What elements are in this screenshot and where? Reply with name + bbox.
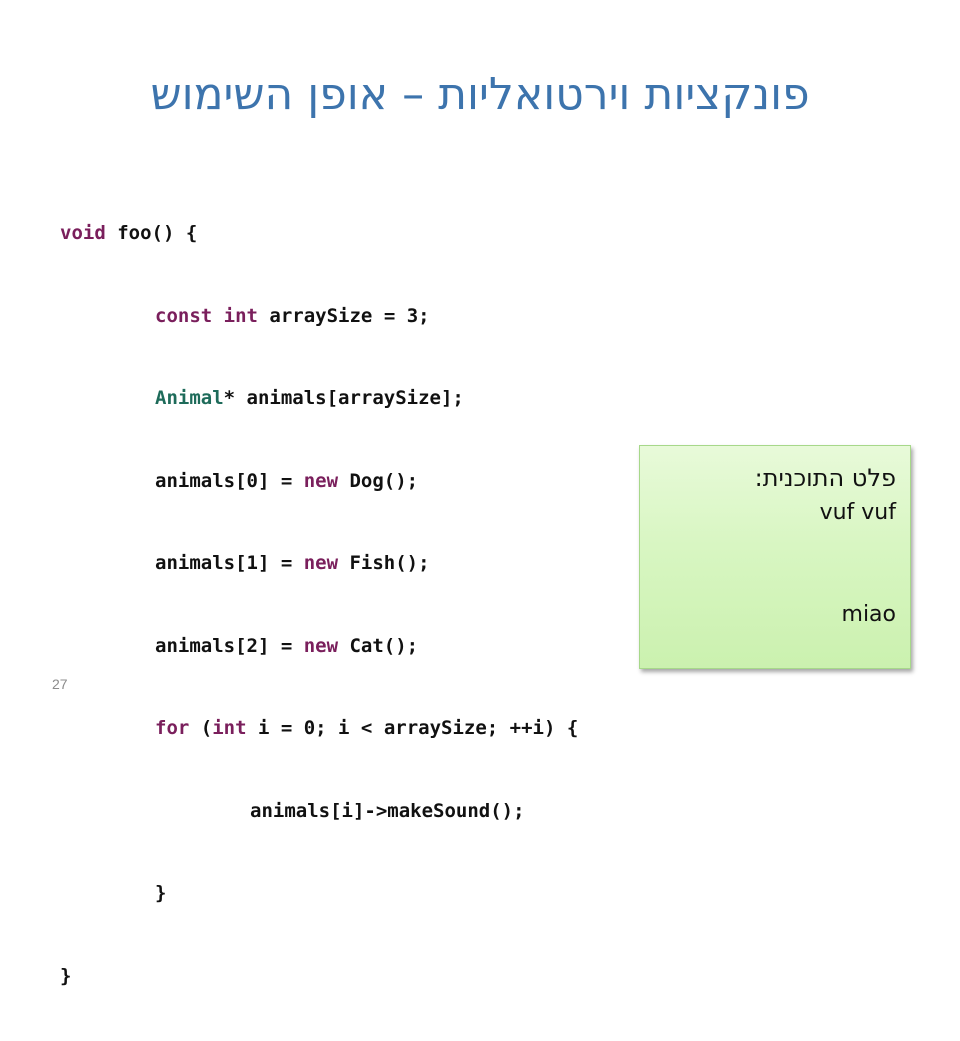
code-keyword: void bbox=[60, 222, 106, 244]
code-text: animals[i]->makeSound(); bbox=[250, 799, 525, 822]
slide: פונקציות וירטואליות – אופן השימוש void f… bbox=[52, 69, 911, 987]
slide-title: פונקציות וירטואליות – אופן השימוש bbox=[150, 69, 810, 120]
code-line: animals[i]->makeSound(); bbox=[60, 794, 578, 833]
code-text: Cat(); bbox=[338, 634, 419, 657]
code-text: } bbox=[60, 964, 72, 987]
code-line: animals[1] = new Fish(); bbox=[60, 546, 578, 585]
code-text: foo() { bbox=[105, 222, 198, 244]
code-line: animals[0] = new Dog(); bbox=[60, 464, 578, 503]
output-line: vuf vuf bbox=[819, 500, 896, 525]
output-title: פלט התוכנית: bbox=[754, 464, 896, 492]
code-text: * animals[arraySize]; bbox=[223, 387, 464, 409]
code-text: Dog(); bbox=[338, 469, 419, 492]
code-keyword: for bbox=[155, 717, 190, 739]
code-text: animals[2] = bbox=[155, 634, 304, 657]
code-line: } bbox=[60, 959, 578, 998]
code-text: animals[1] = bbox=[155, 552, 304, 574]
code-keyword: const bbox=[155, 304, 213, 327]
code-keyword: int bbox=[223, 304, 258, 327]
code-text bbox=[212, 305, 223, 327]
code-text: } bbox=[155, 882, 167, 904]
code-keyword: int bbox=[212, 717, 247, 739]
output-line: miao bbox=[841, 602, 896, 627]
code-type: Animal bbox=[155, 387, 224, 409]
code-line: animals[2] = new Cat(); bbox=[60, 629, 578, 668]
code-line: } bbox=[60, 876, 578, 915]
code-text: ( bbox=[189, 717, 213, 739]
code-text: i = 0; i < arraySize; ++i) { bbox=[246, 717, 579, 739]
code-text: animals[0] = bbox=[155, 469, 304, 492]
code-line: for (int i = 0; i < arraySize; ++i) { bbox=[60, 711, 578, 750]
code-block: void foo() { const int arraySize = 3; An… bbox=[60, 172, 578, 1041]
code-keyword: new bbox=[303, 469, 339, 492]
code-keyword: new bbox=[303, 634, 339, 657]
code-text: Fish(); bbox=[338, 552, 430, 574]
code-line: Animal* animals[arraySize]; bbox=[60, 381, 578, 420]
output-line bbox=[654, 530, 896, 598]
code-line: void foo() { bbox=[60, 216, 578, 255]
code-keyword: new bbox=[303, 552, 339, 574]
code-text: arraySize = 3; bbox=[257, 304, 430, 327]
page-number: 27 bbox=[52, 676, 68, 692]
code-line: const int arraySize = 3; bbox=[60, 299, 578, 338]
program-output-box: פלט התוכנית: vuf vuf miao bbox=[639, 445, 911, 669]
